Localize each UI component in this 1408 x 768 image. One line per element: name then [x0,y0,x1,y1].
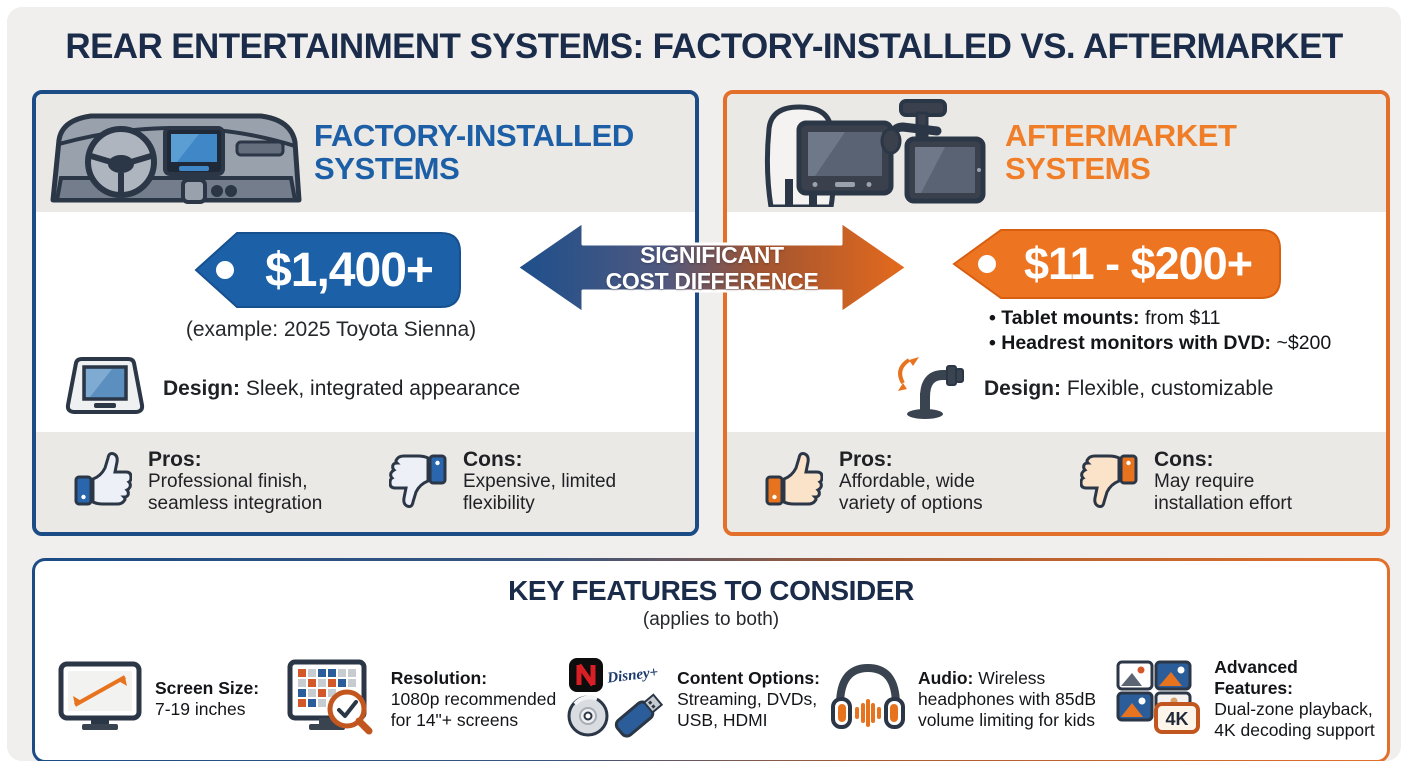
feature-screen-size: Screen Size: 7-19 inches [57,660,285,739]
screen-size-text: Screen Size: 7-19 inches [155,678,260,719]
thumbs-down-icon [388,451,447,514]
svg-text:Disney+: Disney+ [606,664,660,686]
screen-size-icon [57,660,143,739]
headphones-icon [830,661,906,738]
factory-cons-text: Cons: Expensive, limited flexibility [463,448,617,515]
factory-price: $1,400+ [265,243,434,297]
cost-difference-arrow: SIGNIFICANT COST DIFFERENCE [513,216,911,319]
aftermarket-design-row: Design: Flexible, customizable [887,356,1273,422]
aftermarket-bullets: Tablet mounts: from $11 Headrest monitor… [989,306,1331,356]
factory-pros-text: Pros: Professional finish, seamless inte… [148,448,323,515]
aftermarket-title: AFTERMARKET SYSTEMS [1005,118,1237,186]
factory-panel-header: FACTORY-INSTALLED SYSTEMS [36,94,695,212]
thumbs-up-icon [765,451,824,514]
feature-content-options: Disney+ [567,656,830,743]
netflix-icon [569,657,604,692]
aftermarket-pros: Pros: Affordable, wide variety of option… [765,449,1080,515]
4k-badge: 4K [1154,701,1201,734]
features-row: Screen Size: 7-19 inches [57,643,1379,755]
content-options-text: Content Options: Streaming, DVDs, USB, H… [677,667,820,730]
aftermarket-price-tag: $11 - $200+ [949,227,1283,301]
aftermarket-pros-text: Pros: Affordable, wide variety of option… [839,448,983,515]
resolution-text: Resolution: 1080p recommended for 14"+ s… [390,667,557,730]
factory-proscons: Pros: Professional finish, seamless inte… [36,432,695,532]
dvd-icon [567,694,609,736]
page-title: REAR ENTERTAINMENT SYSTEMS: FACTORY-INST… [65,27,1343,66]
content-options-icons: Disney+ [567,656,665,743]
usb-drive-icon [614,692,664,738]
dual-zone-4k-icon: 4K [1114,658,1202,741]
svg-text:4K: 4K [1166,709,1189,729]
factory-cons: Cons: Expensive, limited flexibility [388,448,617,515]
key-features-subtitle: (applies to both) [642,609,780,630]
factory-panel: FACTORY-INSTALLED SYSTEMS $1,400+ (examp… [32,90,699,536]
cost-difference-label: SIGNIFICANT COST DIFFERENCE [605,241,819,294]
advanced-text: Advanced Features: Dual-zone playback, 4… [1214,657,1375,740]
key-features-panel: KEY FEATURES TO CONSIDER (applies to bot… [32,558,1390,761]
factory-example: (example: 2025 Toyota Sienna) [185,318,477,341]
resolution-icon [285,659,379,740]
feature-resolution: Resolution: 1080p recommended for 14"+ s… [285,659,567,740]
key-features-title: KEY FEATURES TO CONSIDER [508,575,914,606]
factory-design-text: Design: Sleek, integrated appearance [163,377,521,400]
headrest-monitor-icon [727,99,1005,207]
factory-pros: Pros: Professional finish, seamless inte… [74,449,389,515]
aftermarket-price: $11 - $200+ [1024,238,1253,289]
aftermarket-cons-text: Cons: May require installation effort [1154,448,1293,515]
thumbs-up-icon [74,451,133,514]
car-dashboard-icon [36,100,314,206]
factory-design-row: Design: Sleek, integrated appearance [64,356,520,422]
aftermarket-panel: AFTERMARKET SYSTEMS $11 - $200+ Tablet m… [723,90,1390,536]
integrated-screen-icon [64,356,146,422]
flexible-mount-icon [887,353,967,425]
aftermarket-design-text: Design: Flexible, customizable [984,377,1274,400]
aftermarket-panel-header: AFTERMARKET SYSTEMS [727,94,1386,212]
aftermarket-proscons: Pros: Affordable, wide variety of option… [727,432,1386,532]
factory-price-tag: $1,400+ [191,230,463,310]
feature-advanced: 4K Advanced Features: Dual-zone playback… [1114,657,1379,741]
feature-audio: Audio: Wireless headphones with 85dB vol… [830,661,1114,738]
bullet-tablet-mounts: Tablet mounts: from $11 [989,306,1331,331]
factory-title: FACTORY-INSTALLED SYSTEMS [314,118,634,186]
disney-plus-icon: Disney+ [606,664,660,686]
bullet-headrest-monitors: Headrest monitors with DVD: ~$200 [989,331,1331,356]
aftermarket-cons: Cons: May require installation effort [1079,448,1293,515]
audio-text: Audio: Wireless headphones with 85dB vol… [917,667,1097,730]
thumbs-down-icon [1079,451,1138,514]
